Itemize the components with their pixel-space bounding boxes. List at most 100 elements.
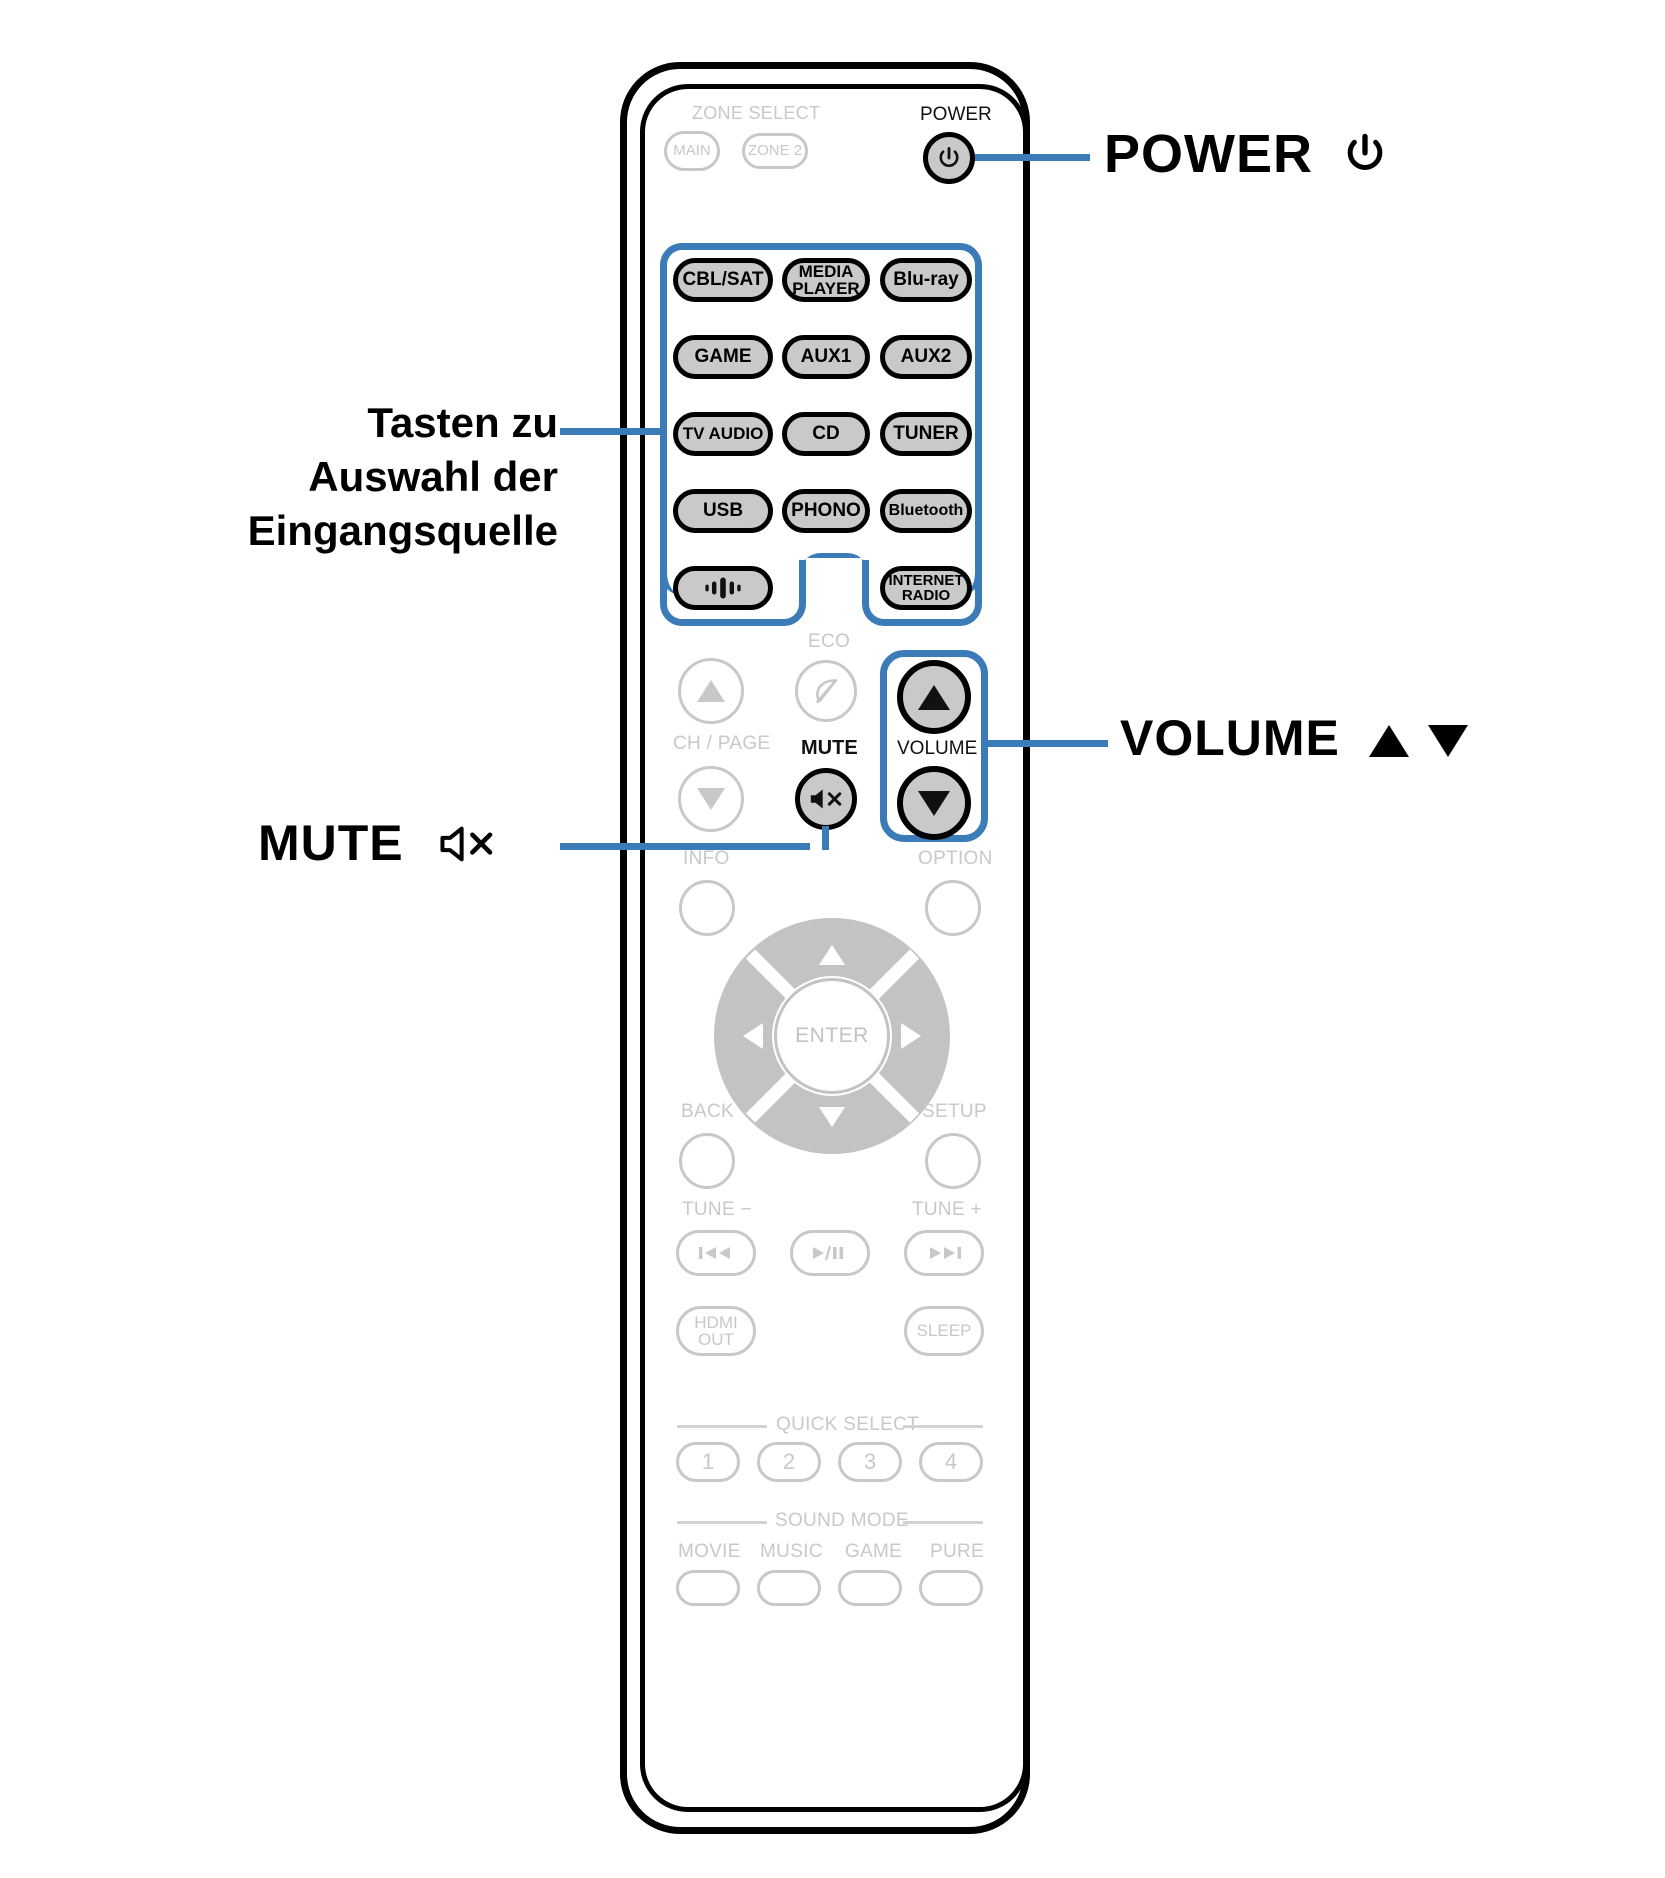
sound-mode-rule-left (677, 1521, 767, 1524)
play-pause-icon (813, 1245, 844, 1261)
source-phono-label: PHONO (791, 500, 861, 522)
source-media-player-label-line1: MEDIA (798, 261, 854, 281)
source-phono-button[interactable]: PHONO (782, 489, 870, 533)
source-blu-ray-button[interactable]: Blu-ray (880, 258, 972, 302)
source-usb-label: USB (702, 500, 744, 522)
sound-mode-caption: SOUND MODE (775, 1510, 909, 1531)
power-button[interactable] (923, 132, 975, 184)
sleep-label: SLEEP (916, 1321, 972, 1341)
info-caption: INFO (683, 848, 730, 869)
sound-mode-movie-button[interactable] (676, 1570, 740, 1606)
source-annotation-line1: Tasten zu (367, 399, 558, 446)
source-aux2-button[interactable]: AUX2 (880, 335, 972, 379)
ch-page-down-button[interactable] (678, 766, 744, 832)
eco-button[interactable] (795, 660, 857, 722)
source-tv-audio-button[interactable]: TV AUDIO (673, 412, 773, 456)
quick-select-1-button[interactable]: 1 (676, 1442, 740, 1482)
input-source-notch-mask (806, 558, 862, 582)
leaf-icon (816, 679, 838, 704)
source-internet-radio-label-line1: INTERNET (888, 571, 964, 589)
volume-annotation: VOLUME (1120, 709, 1468, 769)
input-source-highlight-notch (799, 553, 869, 581)
zone-2-button[interactable]: ZONE 2 (742, 133, 808, 169)
ch-page-up-button[interactable] (678, 658, 744, 724)
mute-callout-riser (822, 826, 829, 850)
power-annotation: POWER (1104, 123, 1387, 191)
source-tuner-button[interactable]: TUNER (880, 412, 972, 456)
quick-select-caption: QUICK SELECT (776, 1414, 919, 1435)
play-pause-button[interactable] (790, 1230, 870, 1276)
quick-select-3-button[interactable]: 3 (838, 1442, 902, 1482)
mute-button[interactable] (795, 768, 857, 830)
quick-select-3-label: 3 (863, 1448, 877, 1474)
quick-select-2-button[interactable]: 2 (757, 1442, 821, 1482)
source-aux1-label: AUX1 (800, 346, 852, 368)
hdmi-out-label-line1: HDMI (694, 1312, 738, 1332)
cursor-left-button[interactable] (736, 1019, 770, 1053)
volume-up-button[interactable] (897, 660, 971, 734)
source-aux1-button[interactable]: AUX1 (782, 335, 870, 379)
source-cd-label: CD (812, 423, 840, 445)
cursor-down-button[interactable] (815, 1100, 849, 1134)
eco-caption: ECO (808, 631, 851, 652)
info-button[interactable] (679, 880, 735, 936)
volume-annotation-text: VOLUME (1120, 710, 1340, 766)
sound-mode-game-caption: GAME (845, 1541, 903, 1562)
setup-button[interactable] (925, 1133, 981, 1189)
source-bluetooth-button[interactable]: Bluetooth (880, 489, 972, 533)
power-annotation-text: POWER (1104, 124, 1314, 184)
source-internet-radio-button[interactable]: INTERNET RADIO (880, 566, 972, 610)
source-tv-audio-label: TV AUDIO (682, 424, 764, 444)
zone-main-button[interactable]: MAIN (664, 131, 720, 171)
skip-previous-button[interactable] (676, 1230, 756, 1276)
triangle-down-icon (918, 790, 950, 816)
skip-next-button[interactable] (904, 1230, 984, 1276)
source-heos-button[interactable] (673, 566, 773, 610)
source-media-player-button[interactable]: MEDIA PLAYER (782, 258, 870, 302)
input-source-highlight-main (660, 243, 982, 595)
source-usb-button[interactable]: USB (673, 489, 773, 533)
volume-callout-line (986, 740, 1108, 747)
quick-select-4-button[interactable]: 4 (919, 1442, 983, 1482)
power-caption: POWER (920, 104, 992, 125)
source-cd-button[interactable]: CD (782, 412, 870, 456)
input-source-highlight-right-leg (862, 560, 982, 626)
volume-down-button[interactable] (897, 766, 971, 840)
setup-caption: SETUP (922, 1101, 987, 1122)
tune-plus-caption: TUNE + (912, 1199, 982, 1220)
mute-callout-line (560, 843, 810, 850)
triangle-right-icon (901, 1023, 921, 1049)
zone-select-caption: ZONE SELECT (692, 103, 821, 123)
sound-mode-pure-button[interactable] (919, 1570, 983, 1606)
sleep-button[interactable]: SLEEP (904, 1306, 984, 1356)
source-cbl-sat-label: CBL/SAT (682, 269, 764, 291)
sound-mode-music-button[interactable] (757, 1570, 821, 1606)
cursor-enter-button[interactable]: ENTER (774, 978, 890, 1094)
cursor-up-button[interactable] (815, 938, 849, 972)
hdmi-out-button[interactable]: HDMI OUT (676, 1306, 756, 1356)
mute-caption: MUTE (801, 737, 858, 759)
input-source-highlight-left-leg (660, 560, 806, 626)
zone-main-label: MAIN (673, 142, 711, 160)
back-button[interactable] (679, 1133, 735, 1189)
power-symbol-icon (1343, 129, 1387, 191)
tune-minus-caption: TUNE − (682, 1199, 752, 1220)
triangle-down-icon (819, 1107, 845, 1127)
quick-select-4-label: 4 (944, 1448, 958, 1474)
sound-mode-game-button[interactable] (838, 1570, 902, 1606)
hdmi-out-label-line2: OUT (698, 1330, 734, 1349)
quick-select-rule-right (903, 1425, 983, 1428)
source-cbl-sat-button[interactable]: CBL/SAT (673, 258, 773, 302)
cursor-enter-label: ENTER (795, 1024, 869, 1047)
triangle-up-icon (697, 680, 725, 702)
mute-annotation-text: MUTE (258, 815, 404, 871)
power-icon (939, 147, 959, 167)
power-callout-line (975, 154, 1090, 161)
cursor-right-button[interactable] (894, 1019, 928, 1053)
quick-select-rule-left (677, 1425, 767, 1428)
triangle-left-icon (743, 1023, 763, 1049)
option-button[interactable] (925, 880, 981, 936)
mute-annotation: MUTE (258, 814, 499, 879)
source-game-button[interactable]: GAME (673, 335, 773, 379)
